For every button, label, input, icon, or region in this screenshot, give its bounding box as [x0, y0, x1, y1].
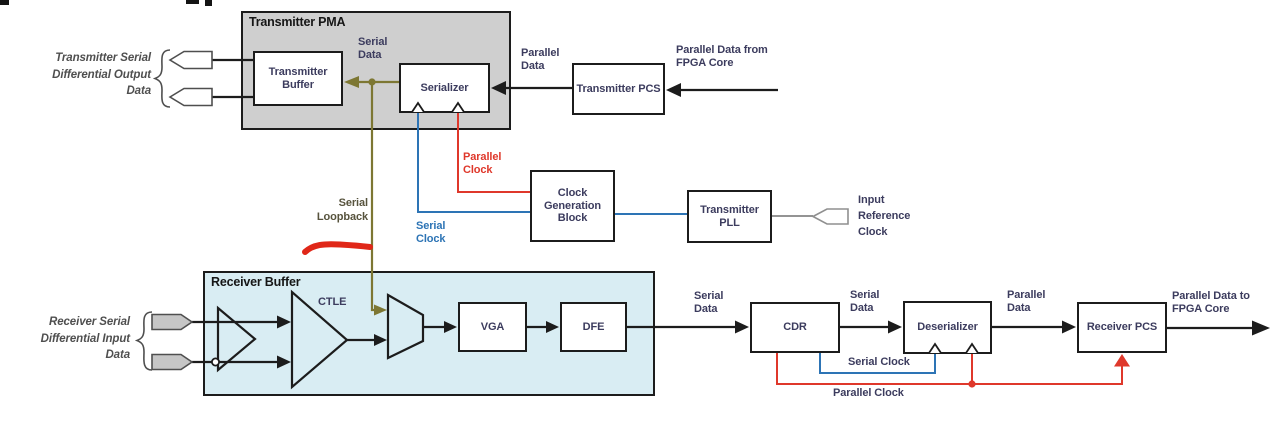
transmitter-pcs-block: Transmitter PCS	[572, 63, 665, 115]
rx-input-pad-icon	[151, 353, 194, 371]
arrowhead	[1062, 320, 1076, 334]
transmitter-differential-output-label: Transmitter Serial Differential Output D…	[52, 52, 151, 98]
tx-output-pad-icon	[168, 50, 213, 70]
crop-mark	[205, 0, 212, 6]
parallel-data-to-fpga-label: Parallel Data to FPGA Core	[1172, 290, 1250, 316]
ctle-label: CTLE	[318, 296, 347, 308]
arrowhead	[666, 83, 681, 97]
dfe-block: DFE	[560, 302, 627, 352]
serial-clock-label: Serial Clock	[848, 356, 910, 368]
arrowhead	[735, 320, 749, 334]
transmitter-buffer-block: Transmitter Buffer	[253, 51, 343, 106]
tx-diff-brace	[152, 49, 171, 108]
rx-input-pad-icon	[151, 313, 194, 331]
parallel-data-from-fpga-label: Parallel Data from FPGA Core	[676, 44, 768, 70]
serializer-block: Serializer	[399, 63, 490, 113]
arrowhead	[888, 320, 902, 334]
parallel-data-label: Parallel Data	[521, 47, 560, 73]
receiver-buffer-title: Receiver Buffer	[211, 275, 301, 289]
cdr-block: CDR	[750, 302, 840, 353]
receiver-differential-input-label: Receiver Serial Differential Input Data	[40, 316, 130, 362]
serial-data-label: Serial Data	[694, 290, 724, 316]
arrowhead	[1114, 354, 1130, 367]
clock-generation-block: Clock Generation Block	[530, 170, 615, 242]
parallel-clock-label: Parallel Clock	[463, 151, 502, 177]
serial-data-label: Serial Data	[358, 36, 388, 62]
receiver-pcs-block: Receiver PCS	[1077, 302, 1167, 353]
junction-dot	[968, 380, 976, 388]
parallel-data-label: Parallel Data	[1007, 289, 1046, 315]
serial-loopback-underline	[302, 241, 373, 255]
tx-output-pad-icon	[168, 87, 213, 107]
parallel-clock-label: Parallel Clock	[833, 387, 904, 399]
ref-clock-pad-icon	[811, 208, 849, 225]
transmitter-pma-title: Transmitter PMA	[249, 15, 346, 29]
vga-block: VGA	[458, 302, 527, 352]
arrowhead	[1252, 320, 1270, 336]
serial-loopback-label: Serial Loopback	[316, 197, 368, 224]
serial-clock-label: Serial Clock	[416, 220, 446, 246]
transmitter-pll-block: Transmitter PLL	[687, 190, 772, 243]
serial-data-label: Serial Data	[850, 289, 880, 315]
crop-mark	[0, 0, 9, 5]
crop-mark	[186, 0, 199, 4]
deserializer-block: Deserializer	[903, 301, 992, 354]
rx-diff-brace	[134, 311, 153, 371]
input-reference-clock-label: Input Reference Clock	[858, 194, 911, 238]
rx-parallel-clock-wire	[776, 353, 1123, 385]
